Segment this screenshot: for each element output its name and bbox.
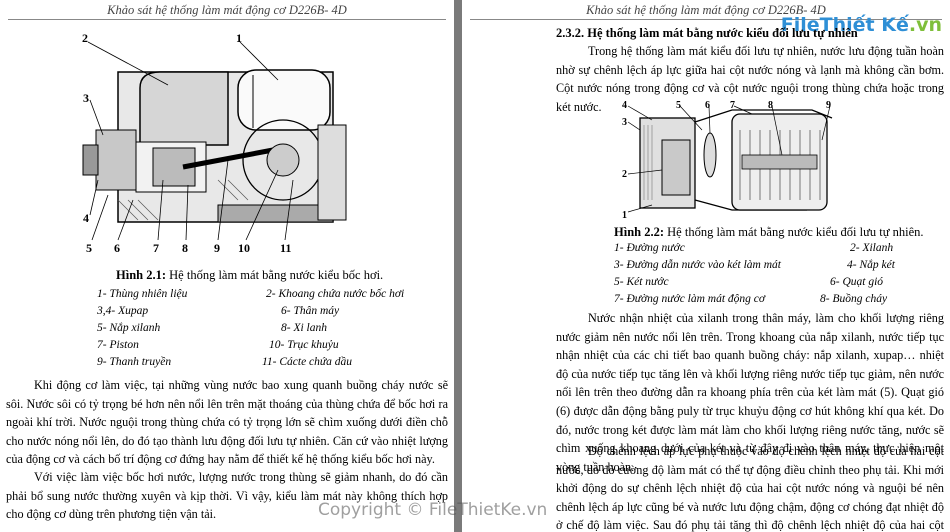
watermark: Copyright © FileThietKe.vn xyxy=(318,500,548,520)
header-rule xyxy=(470,19,942,20)
callout-5: 5 xyxy=(86,241,92,255)
legend-item: 2- Khoang chứa nước bốc hơi xyxy=(266,288,405,300)
legend-item: 1- Thùng nhiên liệu xyxy=(97,288,188,300)
legend-item: 6- Quạt gió xyxy=(830,276,884,288)
body-paragraph: Nước nhận nhiệt của xilanh trong thân má… xyxy=(556,311,944,474)
callout-9: 9 xyxy=(214,241,220,255)
callout-1: 1 xyxy=(622,210,627,221)
caption-text: Hệ thống làm mát bằng nước kiểu đối lưu … xyxy=(664,225,924,239)
figure-caption: Hình 2.1: Hệ thống làm mát bằng nước kiể… xyxy=(116,268,383,283)
callout-4: 4 xyxy=(83,211,89,225)
callout-6: 6 xyxy=(114,241,120,255)
figure-2-1-engine-diagram: 2 1 3 4 5 6 7 8 9 10 11 xyxy=(82,31,347,255)
site-logo: FileThiết Kế.vn xyxy=(780,14,942,36)
callout-2: 2 xyxy=(82,31,88,45)
body-paragraph: Với việc làm việc bốc hơi nước, lượng nư… xyxy=(6,470,448,522)
callout-7: 7 xyxy=(730,100,735,111)
figure-caption: Hình 2.2: Hệ thống làm mát bằng nước kiể… xyxy=(614,225,924,240)
callout-11: 11 xyxy=(280,241,291,255)
callout-5: 5 xyxy=(676,100,681,111)
callout-8: 8 xyxy=(182,241,188,255)
callout-8: 8 xyxy=(768,100,773,111)
legend-item: 7- Piston xyxy=(97,339,139,351)
caption-label: Hình 2.1: xyxy=(116,268,167,282)
left-page: Khảo sát hệ thống làm mát động cơ D226B-… xyxy=(0,0,454,532)
page-header: Khảo sát hệ thống làm mát động cơ D226B-… xyxy=(107,3,347,17)
callout-7: 7 xyxy=(153,241,159,255)
legend-item: 8- Xi lanh xyxy=(281,322,327,334)
legend-item: 6- Thân máy xyxy=(281,305,340,317)
callout-1: 1 xyxy=(236,31,242,45)
body-paragraph: Độ chênh lệch áp lực phụ thuộc vào độ ch… xyxy=(556,444,944,532)
legend-item: 4- Nắp két xyxy=(847,259,895,271)
callout-3: 3 xyxy=(83,91,89,105)
right-page: Khảo sát hệ thống làm mát động cơ D226B-… xyxy=(462,0,950,532)
legend-item: 10- Trục khuỷu xyxy=(269,339,339,351)
caption-text: Hệ thống làm mát bằng nước kiểu bốc hơi. xyxy=(166,268,384,282)
callout-9: 9 xyxy=(826,100,831,111)
callout-3: 3 xyxy=(622,117,627,128)
legend-item: 3,4- Xupap xyxy=(97,305,149,317)
legend-item: 11- Cácte chứa dầu xyxy=(262,356,353,368)
legend-item: 2- Xilanh xyxy=(850,242,894,254)
callout-10: 10 xyxy=(238,241,250,255)
legend-item: 3- Đường dẫn nước vào két làm mát xyxy=(614,259,781,271)
legend-item: 5- Két nước xyxy=(614,276,669,288)
callout-4: 4 xyxy=(622,100,627,111)
callout-2: 2 xyxy=(622,169,627,180)
figure-2-2-radiator-diagram: 4 5 6 7 8 9 3 2 1 xyxy=(622,100,833,221)
legend-item: 1- Đường nước xyxy=(614,242,685,254)
legend-item: 7- Đường nước làm mát động cơ xyxy=(614,293,766,305)
callout-6: 6 xyxy=(705,100,710,111)
figure-legend: 1- Thùng nhiên liệu 2- Khoang chứa nước … xyxy=(0,288,454,372)
header-rule xyxy=(8,19,446,20)
legend-item: 9- Thanh truyền xyxy=(97,356,172,368)
caption-label: Hình 2.2: xyxy=(614,225,665,239)
page-header: Khảo sát hệ thống làm mát động cơ D226B-… xyxy=(586,3,826,17)
legend-item: 8- Buồng cháy xyxy=(820,293,888,305)
body-paragraph: Khi động cơ làm việc, tại những vùng nướ… xyxy=(6,378,448,467)
legend-item: 5- Nắp xilanh xyxy=(97,322,161,334)
intro-paragraph: Trong hệ thống làm mát kiểu đối lưu tự n… xyxy=(556,44,944,114)
section-title: 2.3.2. Hệ thống làm mát bằng nước kiểu đ… xyxy=(556,26,858,40)
figure-legend: 1- Đường nước 2- Xilanh 3- Đường dẫn nướ… xyxy=(462,242,950,310)
